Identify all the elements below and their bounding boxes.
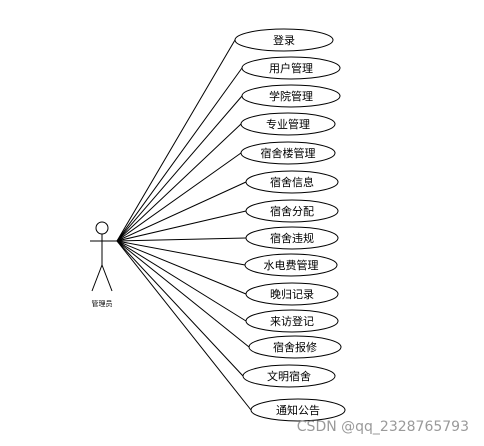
use-case: 宿舍分配 xyxy=(245,199,339,223)
association-line xyxy=(116,39,236,242)
association-line xyxy=(116,67,243,242)
use-case-label: 用户管理 xyxy=(269,61,313,75)
association-line xyxy=(116,240,247,295)
actor-label: 管理员 xyxy=(92,299,113,308)
use-case: 宿舍楼管理 xyxy=(240,141,336,165)
use-case-label: 水电费管理 xyxy=(264,258,319,272)
use-case: 登录 xyxy=(234,28,334,52)
use-case-ellipse xyxy=(241,84,341,108)
actor: 管理员 xyxy=(90,221,118,308)
use-case-label: 来访登记 xyxy=(270,314,314,328)
association-line xyxy=(116,152,242,242)
use-case-label: 宿舍违规 xyxy=(270,231,314,245)
use-case-label: 宿舍分配 xyxy=(270,204,314,218)
use-case: 宿舍报修 xyxy=(248,335,342,359)
association-line xyxy=(116,210,247,242)
use-case-label: 学院管理 xyxy=(269,89,313,103)
association-line xyxy=(116,123,242,242)
use-case: 晚归记录 xyxy=(245,282,339,306)
use-case: 水电费管理 xyxy=(244,253,338,277)
association-line xyxy=(116,240,252,411)
association-line xyxy=(116,237,247,242)
use-case-ellipse xyxy=(240,141,336,165)
use-case-label: 宿舍报修 xyxy=(273,340,317,354)
use-case-ellipse xyxy=(245,226,339,250)
use-case-ellipse xyxy=(241,56,341,80)
association-line xyxy=(116,240,246,266)
use-case: 用户管理 xyxy=(241,56,341,80)
use-case-ellipse xyxy=(234,28,334,52)
use-case-ellipse xyxy=(240,112,336,136)
use-case-ellipse xyxy=(245,199,339,223)
association-line xyxy=(116,240,247,322)
use-case: 宿舍违规 xyxy=(245,226,339,250)
association-line xyxy=(116,240,244,377)
use-case-label: 通知公告 xyxy=(276,403,320,417)
use-case: 文明宿舍 xyxy=(242,364,336,388)
association-line xyxy=(116,181,247,242)
use-case-label: 宿舍楼管理 xyxy=(261,146,316,160)
use-case-label: 晚归记录 xyxy=(270,287,314,301)
use-case-ellipse xyxy=(245,282,339,306)
use-case-ellipse xyxy=(244,253,338,277)
association-line xyxy=(116,95,243,242)
use-case-ellipse xyxy=(242,364,336,388)
association-line xyxy=(116,240,250,348)
use-case-ellipse xyxy=(245,309,339,333)
use-case: 专业管理 xyxy=(240,112,336,136)
watermark: CSDN @qq_2328765793 xyxy=(297,419,469,435)
use-case-label: 宿舍信息 xyxy=(270,175,314,189)
use-case: 宿舍信息 xyxy=(245,170,339,194)
use-case-list: 登录用户管理学院管理专业管理宿舍楼管理宿舍信息宿舍分配宿舍违规水电费管理晚归记录… xyxy=(234,28,346,422)
use-case: 来访登记 xyxy=(245,309,339,333)
use-case: 学院管理 xyxy=(241,84,341,108)
association-lines xyxy=(116,39,252,411)
use-case-ellipse xyxy=(250,398,346,422)
use-case: 通知公告 xyxy=(250,398,346,422)
use-case-ellipse xyxy=(248,335,342,359)
stick-figure-actor-icon xyxy=(90,221,118,292)
use-case-label: 登录 xyxy=(273,33,295,47)
use-case-label: 文明宿舍 xyxy=(267,369,311,383)
use-case-ellipse xyxy=(245,170,339,194)
use-case-label: 专业管理 xyxy=(266,117,310,131)
